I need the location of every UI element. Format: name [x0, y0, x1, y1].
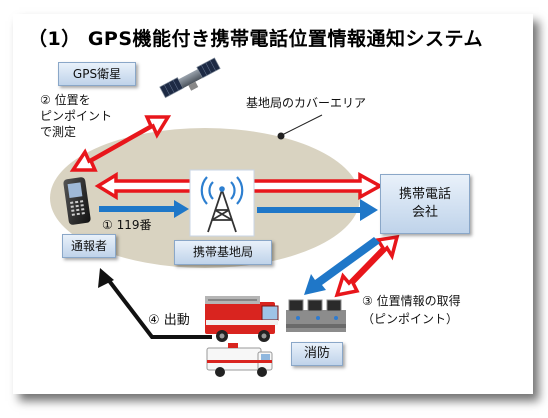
diagram-title: （1） GPS機能付き携帯電話位置情報通知システム: [28, 28, 483, 50]
caller-box: 通報者: [62, 234, 116, 258]
dispatch-arrow: [98, 268, 212, 339]
coverage-label: 基地局のカバーエリア: [246, 96, 367, 110]
fire-department-box: 消防: [291, 342, 343, 366]
fire-truck-icon: [205, 296, 279, 342]
base-station-icon: [189, 169, 255, 237]
phone-company-label: 携帯電話 会社: [398, 187, 451, 220]
blue-arrow-119: [99, 200, 189, 218]
ambulance-icon: [206, 343, 273, 377]
step3-label: ③ 位置情報の取得 （ピンポイント）: [362, 294, 461, 326]
phone-company-box: 携帯電話 会社: [380, 174, 470, 234]
base-station-box: 携帯基地局: [174, 240, 272, 265]
red-arrow-satellite-phone: [69, 115, 172, 172]
control-room-icon: [286, 299, 346, 332]
blue-arrow-base-company: [257, 199, 378, 221]
step1-label: ① 119番: [102, 218, 152, 232]
mobile-phone-icon: [63, 177, 91, 225]
gps-satellite-box: GPS衛星: [58, 62, 136, 86]
blue-arrow-company-fire: [304, 237, 380, 295]
step2-label: ② 位置を ピンポイント で測定: [40, 93, 113, 140]
step4-label: ④ 出動: [148, 313, 190, 328]
red-arrow-company-fire: [334, 234, 400, 298]
satellite-icon: [159, 57, 221, 99]
coverage-callout: [277, 114, 323, 140]
